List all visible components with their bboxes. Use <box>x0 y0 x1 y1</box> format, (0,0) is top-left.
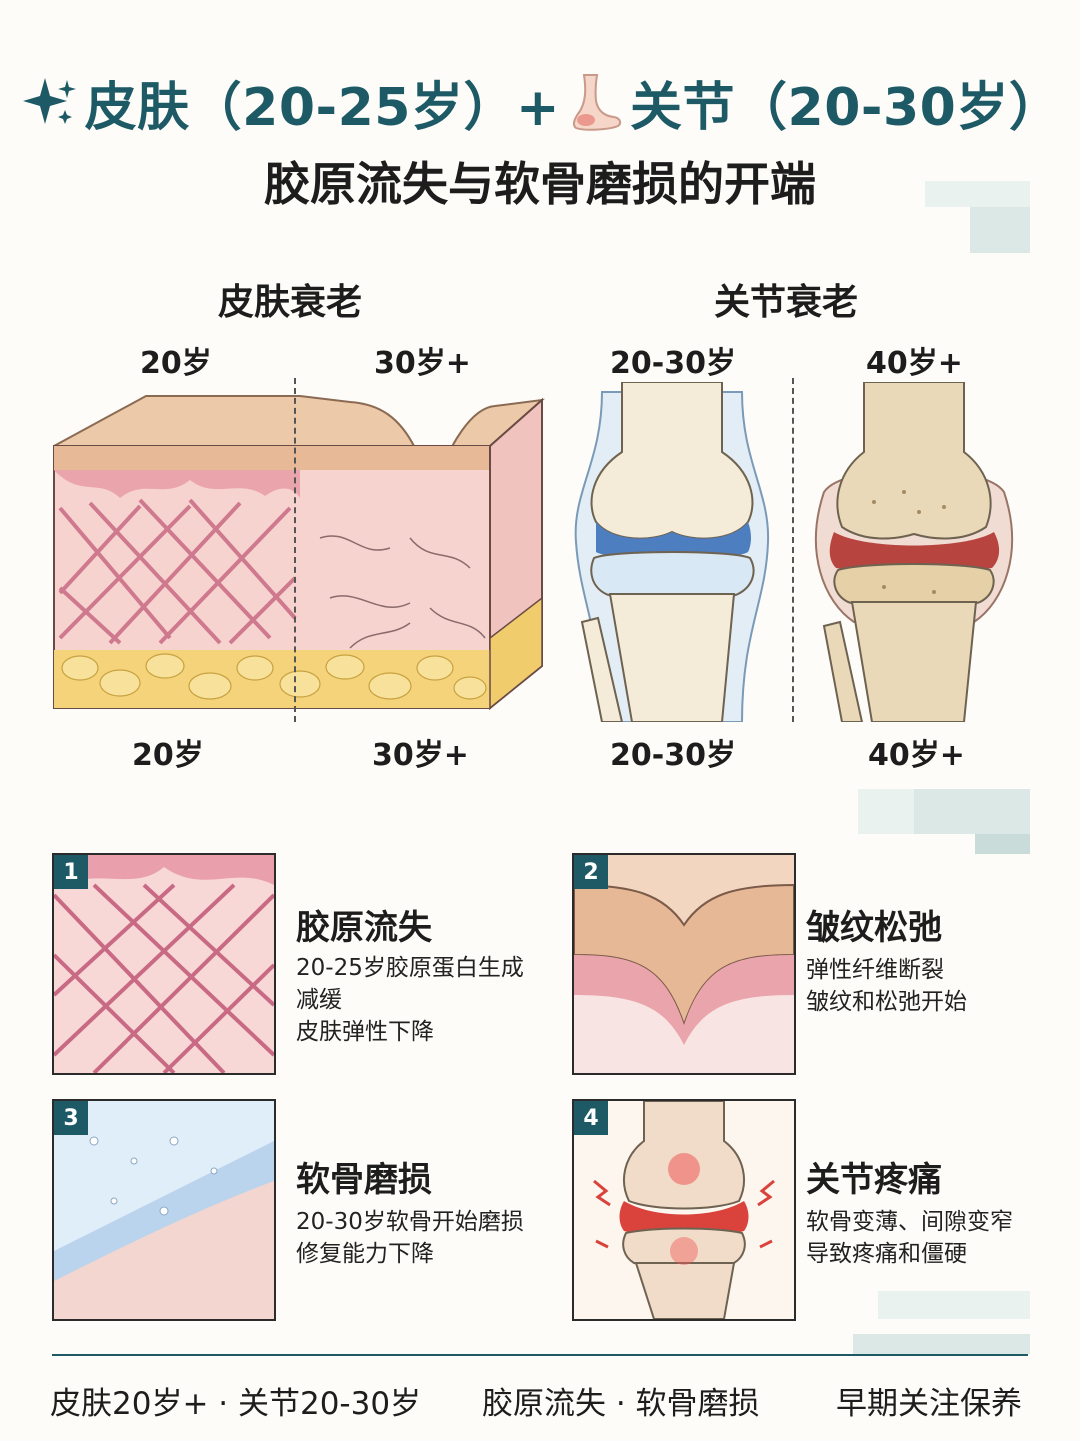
wrinkle-image: 2 <box>572 853 796 1075</box>
card-desc-line: 皮肤弹性下降 <box>296 1019 434 1045</box>
card-desc-line: 20-25岁胶原蛋白生成 <box>296 955 524 981</box>
decor-square <box>970 207 1030 253</box>
skin-age-label: 20岁 <box>132 738 204 773</box>
decor-square <box>878 1291 1030 1319</box>
card-desc-line: 20-30岁软骨开始磨损 <box>296 1209 524 1235</box>
card-title: 皱纹松弛 <box>806 908 942 948</box>
card-number: 1 <box>54 855 88 889</box>
skin-age-label: 30岁+ <box>372 738 469 773</box>
joint-age-label: 20-30岁 <box>610 346 736 381</box>
skin-divider <box>294 378 296 722</box>
page-subtitle: 胶原流失与软骨磨损的开端 <box>264 157 816 211</box>
joint-age-label: 40岁+ <box>868 738 965 773</box>
skin-age-label: 30岁+ <box>374 346 471 381</box>
card-desc-line: 软骨变薄、间隙变窄 <box>806 1209 1013 1235</box>
card-desc-line: 导致疼痛和僵硬 <box>806 1241 967 1267</box>
card-number: 4 <box>574 1101 608 1135</box>
card-title: 关节疼痛 <box>806 1160 942 1200</box>
card-desc-line: 减缓 <box>296 987 342 1013</box>
title-skin-part: 皮肤（20-25岁）+ <box>84 77 561 138</box>
card-title: 软骨磨损 <box>296 1160 432 1200</box>
decor-square <box>853 1334 1030 1354</box>
decor-square <box>914 789 1030 834</box>
card-number: 3 <box>54 1101 88 1135</box>
collagen-loss-image: 1 <box>52 853 276 1075</box>
joint-divider <box>792 378 794 722</box>
cartilage-wear-image: 3 <box>52 1099 276 1321</box>
aged-knee-illustration <box>815 382 1013 722</box>
card-desc-line: 皱纹和松弛开始 <box>806 989 967 1015</box>
card-number: 2 <box>574 855 608 889</box>
decor-square <box>858 789 914 834</box>
footer-middle-text: 胶原流失 · 软骨磨损 <box>482 1386 760 1422</box>
decor-square <box>925 181 1030 207</box>
skin-aging-heading: 皮肤衰老 <box>218 282 363 323</box>
joint-age-label: 40岁+ <box>866 346 963 381</box>
card-desc-line: 修复能力下降 <box>296 1241 434 1267</box>
footer-divider <box>52 1354 1028 1356</box>
card-title: 胶原流失 <box>296 908 432 948</box>
sparkle-icon <box>19 72 79 132</box>
skin-age-label: 20岁 <box>140 346 212 381</box>
joint-pain-image: 4 <box>572 1099 796 1321</box>
healthy-knee-illustration <box>574 382 770 722</box>
title-joint-part: 关节（20-30岁） <box>630 77 1062 138</box>
foot-icon <box>566 71 624 133</box>
joint-aging-heading: 关节衰老 <box>714 282 859 323</box>
joint-age-label: 20-30岁 <box>610 738 736 773</box>
card-desc-line: 弹性纤维断裂 <box>806 957 944 983</box>
footer-left-text: 皮肤20岁+ · 关节20-30岁 <box>50 1386 422 1422</box>
decor-square <box>975 834 1030 854</box>
footer-right-text: 早期关注保养 <box>836 1386 1022 1422</box>
skin-cross-section-illustration <box>53 395 546 711</box>
title-row: 皮肤（20-25岁）+ 关节（20-30岁） <box>0 62 1080 142</box>
